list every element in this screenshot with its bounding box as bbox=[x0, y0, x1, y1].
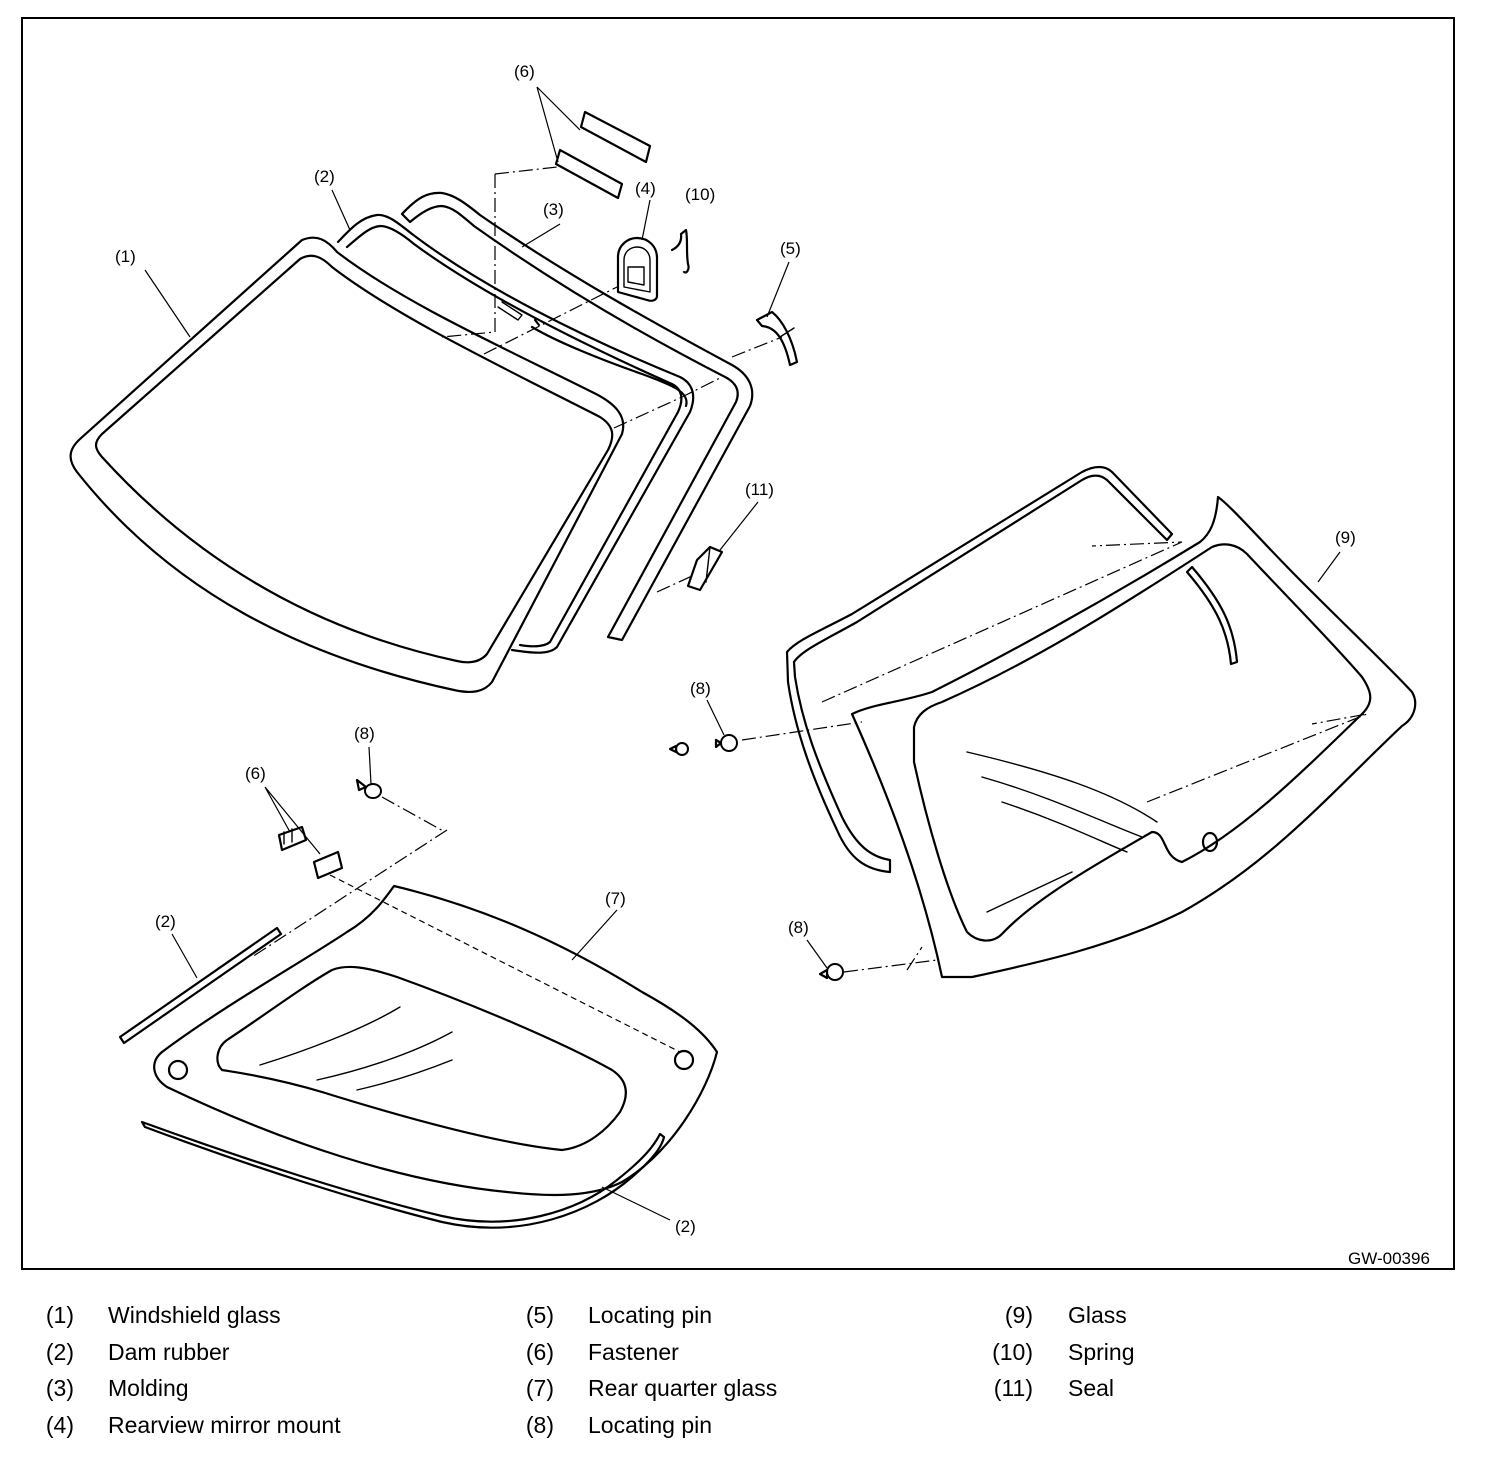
legend-label-4: Rearview mirror mount bbox=[108, 1412, 341, 1438]
locating-pin-gate-upper bbox=[668, 734, 738, 756]
legend-num-11: (11) bbox=[993, 1375, 1033, 1401]
parts-legend: (1) Windshield glass (2) Dam rubber (3) … bbox=[0, 1290, 1504, 1450]
leader-lines bbox=[144, 86, 1341, 1221]
callout-7: (7) bbox=[605, 889, 626, 908]
dam-rubber-quarter bbox=[118, 926, 666, 1229]
callout-8-gate-lower: (8) bbox=[788, 918, 809, 937]
callouts: (1) (2) (3) (4) (5) (6) (10) (11) (9) (8… bbox=[115, 62, 1356, 1236]
legend-label-6: Fastener bbox=[588, 1339, 679, 1365]
callout-3: (3) bbox=[543, 200, 564, 219]
legend-label-3: Molding bbox=[108, 1375, 189, 1401]
rearview-mirror-mount bbox=[616, 236, 659, 302]
rear-gate-dam-rubber bbox=[785, 465, 1239, 874]
callout-5: (5) bbox=[780, 239, 801, 258]
seal bbox=[686, 545, 724, 592]
callout-2-quarter-bottom: (2) bbox=[675, 1217, 696, 1236]
callout-2-upper: (2) bbox=[314, 167, 335, 186]
legend-num-7: (7) bbox=[525, 1375, 554, 1401]
legend-label-1: Windshield glass bbox=[108, 1302, 281, 1328]
figure-id: GW-00396 bbox=[1348, 1249, 1430, 1268]
locating-pin-gate-lower bbox=[818, 963, 844, 981]
callout-9: (9) bbox=[1335, 528, 1356, 547]
callout-11: (11) bbox=[745, 480, 774, 499]
callout-8-quarter: (8) bbox=[354, 724, 375, 743]
legend-num-1: (1) bbox=[45, 1302, 74, 1328]
legend-label-2: Dam rubber bbox=[108, 1339, 230, 1365]
legend-num-10: (10) bbox=[992, 1339, 1033, 1365]
legend-label-9: Glass bbox=[1068, 1302, 1127, 1328]
exploded-view-drawing: (1) (2) (3) (4) (5) (6) (10) (11) (9) (8… bbox=[69, 62, 1430, 1268]
callout-4: (4) bbox=[635, 179, 656, 198]
legend-label-10: Spring bbox=[1068, 1339, 1135, 1365]
locating-pin-upper bbox=[755, 310, 799, 367]
legend-num-6: (6) bbox=[525, 1339, 554, 1365]
callout-1: (1) bbox=[115, 247, 136, 266]
rear-quarter-glass bbox=[153, 884, 719, 1197]
legend-num-4: (4) bbox=[45, 1412, 74, 1438]
legend-label-11: Seal bbox=[1068, 1375, 1115, 1401]
locating-pin-quarter bbox=[355, 778, 382, 799]
legend-label-5: Locating pin bbox=[588, 1302, 713, 1328]
rear-gate-glass bbox=[850, 495, 1417, 979]
parts-diagram-figure: (1) (2) (3) (4) (5) (6) (10) (11) (9) (8… bbox=[21, 17, 1455, 1270]
callout-10: (10) bbox=[685, 185, 715, 204]
callout-6-upper: (6) bbox=[514, 62, 535, 81]
legend-label-7: Rear quarter glass bbox=[588, 1375, 778, 1401]
windshield-glass bbox=[69, 236, 625, 693]
dam-rubber-windshield bbox=[336, 213, 695, 654]
callout-8-gate-upper: (8) bbox=[690, 679, 711, 698]
legend-num-2: (2) bbox=[45, 1339, 74, 1365]
fastener-lower bbox=[277, 825, 344, 880]
legend-num-3: (3) bbox=[45, 1375, 74, 1401]
assembly-lines bbox=[251, 166, 1368, 1053]
spring bbox=[670, 228, 690, 274]
legend-num-9: (9) bbox=[1004, 1302, 1033, 1328]
legend-num-5: (5) bbox=[525, 1302, 554, 1328]
callout-2-quarter-top: (2) bbox=[155, 912, 176, 931]
legend-label-8: Locating pin bbox=[588, 1412, 713, 1438]
callout-6-lower: (6) bbox=[245, 764, 266, 783]
molding bbox=[400, 191, 754, 642]
legend-num-8: (8) bbox=[525, 1412, 554, 1438]
